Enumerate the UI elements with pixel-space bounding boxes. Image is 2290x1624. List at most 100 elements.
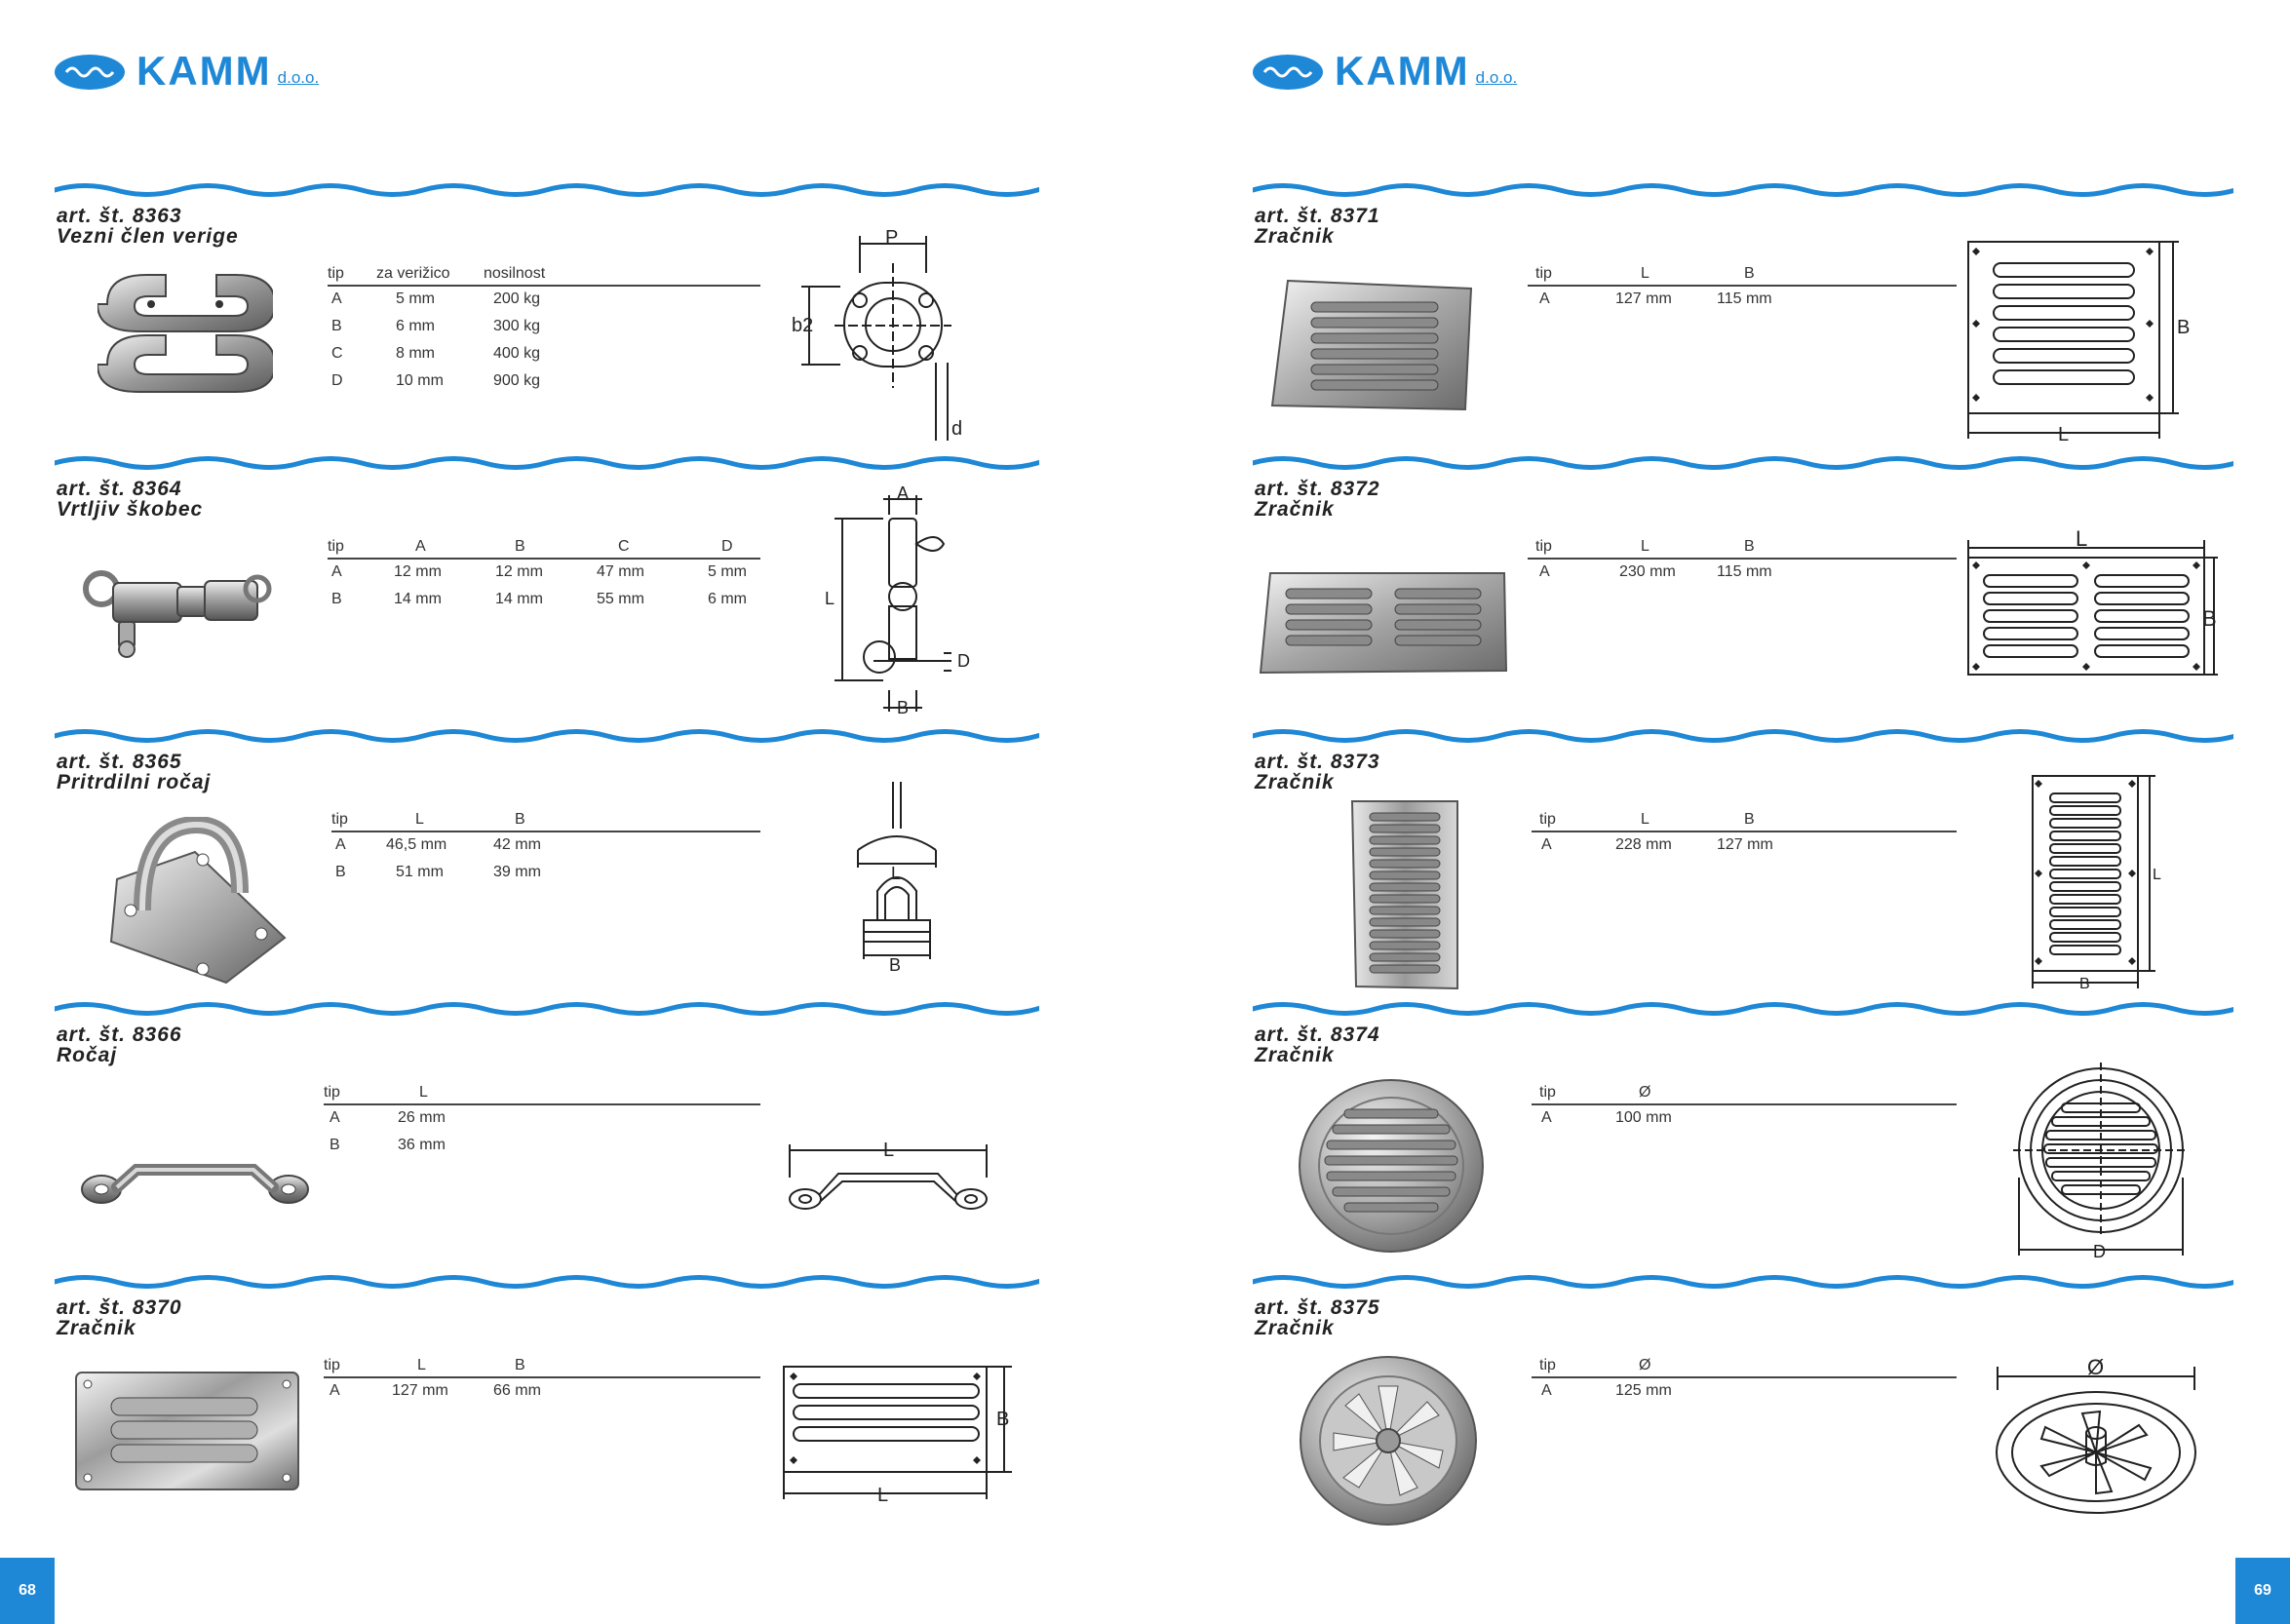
- column-header: B: [1744, 811, 1755, 828]
- table-cell: 39 mm: [493, 864, 541, 880]
- vertical-vent-photo: [1350, 800, 1458, 990]
- column-header: A: [415, 538, 426, 555]
- table-cell: 8 mm: [396, 345, 435, 362]
- column-header: nosilnost: [484, 265, 546, 282]
- table-header: tip Ø: [1532, 1080, 1957, 1105]
- dim-label: L: [2153, 867, 2161, 883]
- table-cell: 300 kg: [493, 318, 541, 334]
- column-header: C: [618, 538, 630, 555]
- article-number: art. št. 8375: [1255, 1296, 1380, 1319]
- table-header: tip A B C D: [328, 534, 760, 560]
- column-header: L: [1641, 538, 1650, 555]
- logo-rope-icon: [55, 55, 125, 90]
- dim-label: L: [877, 1485, 888, 1506]
- table-row: A 26 mm: [324, 1105, 760, 1133]
- brand-name: KAMM: [136, 48, 272, 94]
- column-header: tip: [324, 1084, 340, 1101]
- swivel-shackle-drawing: A L D B: [825, 485, 970, 717]
- dim-label: B: [996, 1409, 1009, 1430]
- table-cell: B: [330, 1137, 340, 1153]
- table-header: tip L B: [331, 807, 760, 832]
- brand-suffix: d.o.o.: [277, 68, 320, 87]
- table-cell: 12 mm: [495, 563, 543, 580]
- dim-label: B: [2202, 606, 2217, 631]
- table-cell: 115 mm: [1717, 290, 1772, 307]
- dim-label: D: [957, 651, 970, 671]
- table-cell: A: [1541, 1109, 1552, 1126]
- mounting-handle-photo: [109, 817, 287, 985]
- article-name: Zračnik: [57, 1317, 136, 1339]
- column-header: tip: [324, 1357, 340, 1373]
- column-header: L: [417, 1357, 426, 1373]
- page-number: 69: [2235, 1558, 2290, 1624]
- table-cell: 125 mm: [1615, 1382, 1672, 1399]
- article-number: art. št. 8371: [1255, 205, 1380, 227]
- table-cell: 12 mm: [394, 563, 442, 580]
- table-cell: 46,5 mm: [386, 836, 447, 853]
- table-cell: A: [330, 1109, 340, 1126]
- brand-logo: KAMM d.o.o.: [55, 48, 320, 94]
- table-cell: A: [331, 563, 342, 580]
- brand-logo: KAMM d.o.o.: [1253, 48, 1517, 94]
- article-name: Zračnik: [1255, 771, 1335, 793]
- column-header: tip: [1539, 1357, 1556, 1373]
- round-vent-drawing: D: [2013, 1063, 2189, 1261]
- swivel-shackle-photo: [83, 570, 272, 658]
- column-header: Ø: [1639, 1084, 1651, 1101]
- column-header: B: [515, 538, 525, 555]
- column-header: tip: [331, 811, 348, 828]
- table-cell: 230 mm: [1619, 563, 1676, 580]
- table-cell: 26 mm: [398, 1109, 446, 1126]
- column-header: tip: [1535, 265, 1552, 282]
- article-number: art. št. 8365: [57, 751, 182, 773]
- page-number: 68: [0, 1558, 55, 1624]
- table-cell: 900 kg: [493, 372, 541, 389]
- article-name: Pritrdilni ročaj: [57, 771, 212, 793]
- article-number: art. št. 8374: [1255, 1024, 1380, 1046]
- column-header: tip: [328, 538, 344, 555]
- vent-drawing: B L: [1967, 241, 2190, 445]
- handle-drawing: L: [789, 1140, 988, 1210]
- article-name: Zračnik: [1255, 1317, 1335, 1339]
- column-header: D: [721, 538, 733, 555]
- column-header: L: [419, 1084, 428, 1101]
- table-cell: 127 mm: [392, 1382, 448, 1399]
- dim-label: B: [2079, 976, 2090, 992]
- table-cell: A: [330, 1382, 340, 1399]
- table-cell: 42 mm: [493, 836, 541, 853]
- dim-label: B: [889, 955, 901, 975]
- dim-label: D: [2093, 1242, 2106, 1261]
- table-cell: 10 mm: [396, 372, 444, 389]
- table-header: tip L: [324, 1080, 760, 1105]
- handle-photo: [81, 1164, 309, 1204]
- table-header: tip L B: [1528, 534, 1957, 560]
- table-cell: D: [331, 372, 343, 389]
- article-8363: art. št. 8363 Vezni člen verige tip za v…: [55, 183, 1039, 446]
- dim-label: L: [883, 1140, 894, 1161]
- brand-name: KAMM: [1335, 48, 1470, 94]
- column-header: B: [1744, 265, 1755, 282]
- mounting-handle-drawing: L B: [857, 782, 937, 975]
- table-header: tip L B: [1528, 261, 1957, 287]
- round-adjustable-vent-drawing: Ø: [1996, 1355, 2196, 1514]
- column-header: za verižico: [376, 265, 450, 282]
- dim-label: P: [885, 227, 898, 249]
